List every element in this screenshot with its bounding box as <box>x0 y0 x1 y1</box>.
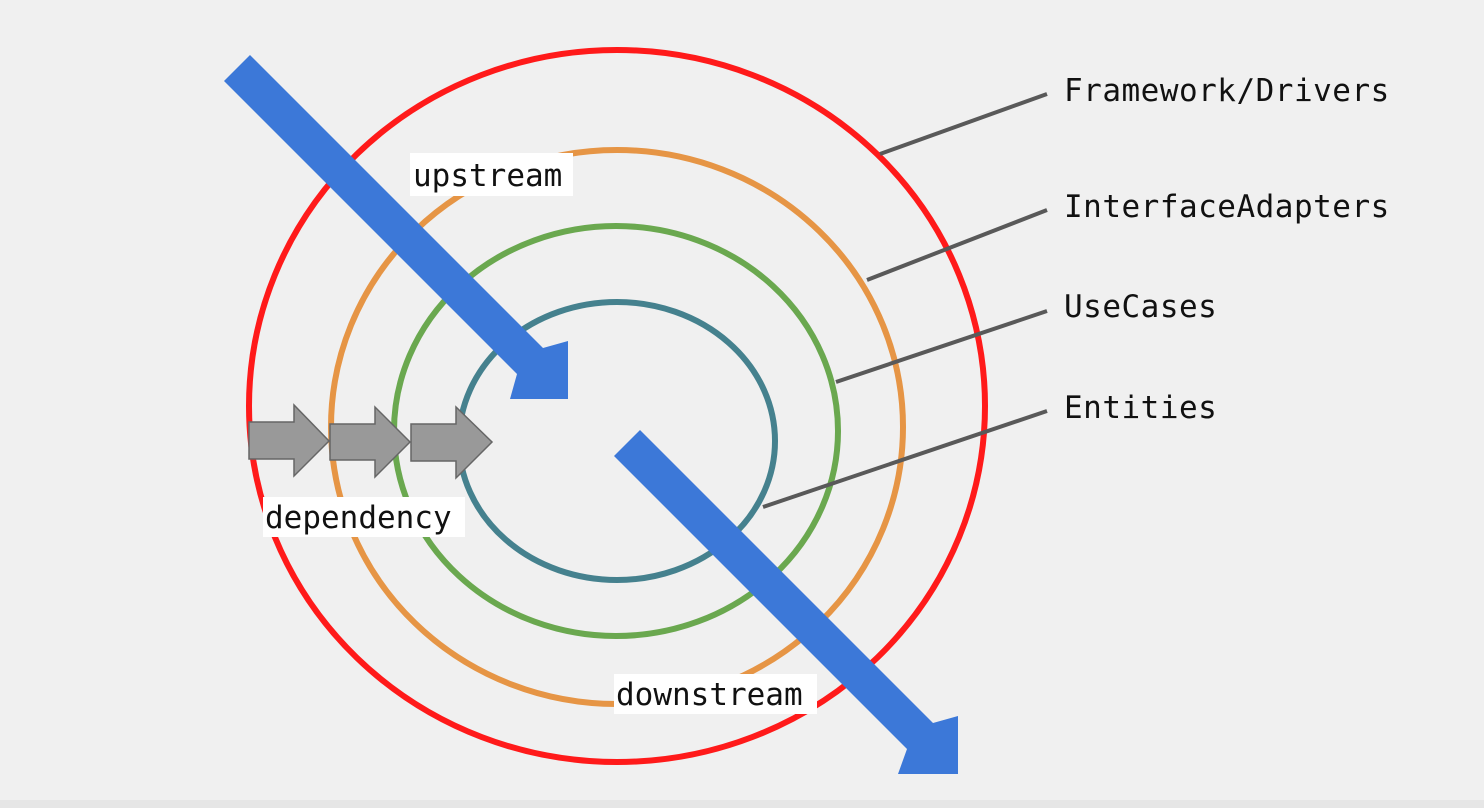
downstream-label-bg <box>614 674 817 714</box>
upstream-label: upstream <box>413 158 562 194</box>
layer-label-use-cases: UseCases <box>1064 289 1217 325</box>
ring-framework-drivers <box>246 47 988 765</box>
dependency-label: dependency <box>265 500 452 536</box>
layer-label-entities: Entities <box>1064 390 1217 426</box>
leader-line-framework-drivers <box>879 92 1048 156</box>
dependency-arrow-3 <box>410 405 494 480</box>
layer-label-interface-adapters: InterfaceAdapters <box>1064 189 1390 225</box>
downstream-label: downstream <box>616 677 803 713</box>
leader-line-entities <box>762 409 1048 509</box>
dependency-label-bg <box>263 497 465 537</box>
downstream-arrow <box>614 430 958 774</box>
upstream-arrow <box>224 55 568 399</box>
bottom-divider <box>0 800 1484 808</box>
leader-line-use-cases <box>835 309 1048 384</box>
dependency-arrow-1 <box>248 403 331 478</box>
leader-line-interface-adapters <box>866 208 1048 282</box>
upstream-label-bg <box>410 153 573 196</box>
dependency-arrow-2 <box>329 405 412 479</box>
layer-label-framework-drivers: Framework/Drivers <box>1064 73 1390 109</box>
